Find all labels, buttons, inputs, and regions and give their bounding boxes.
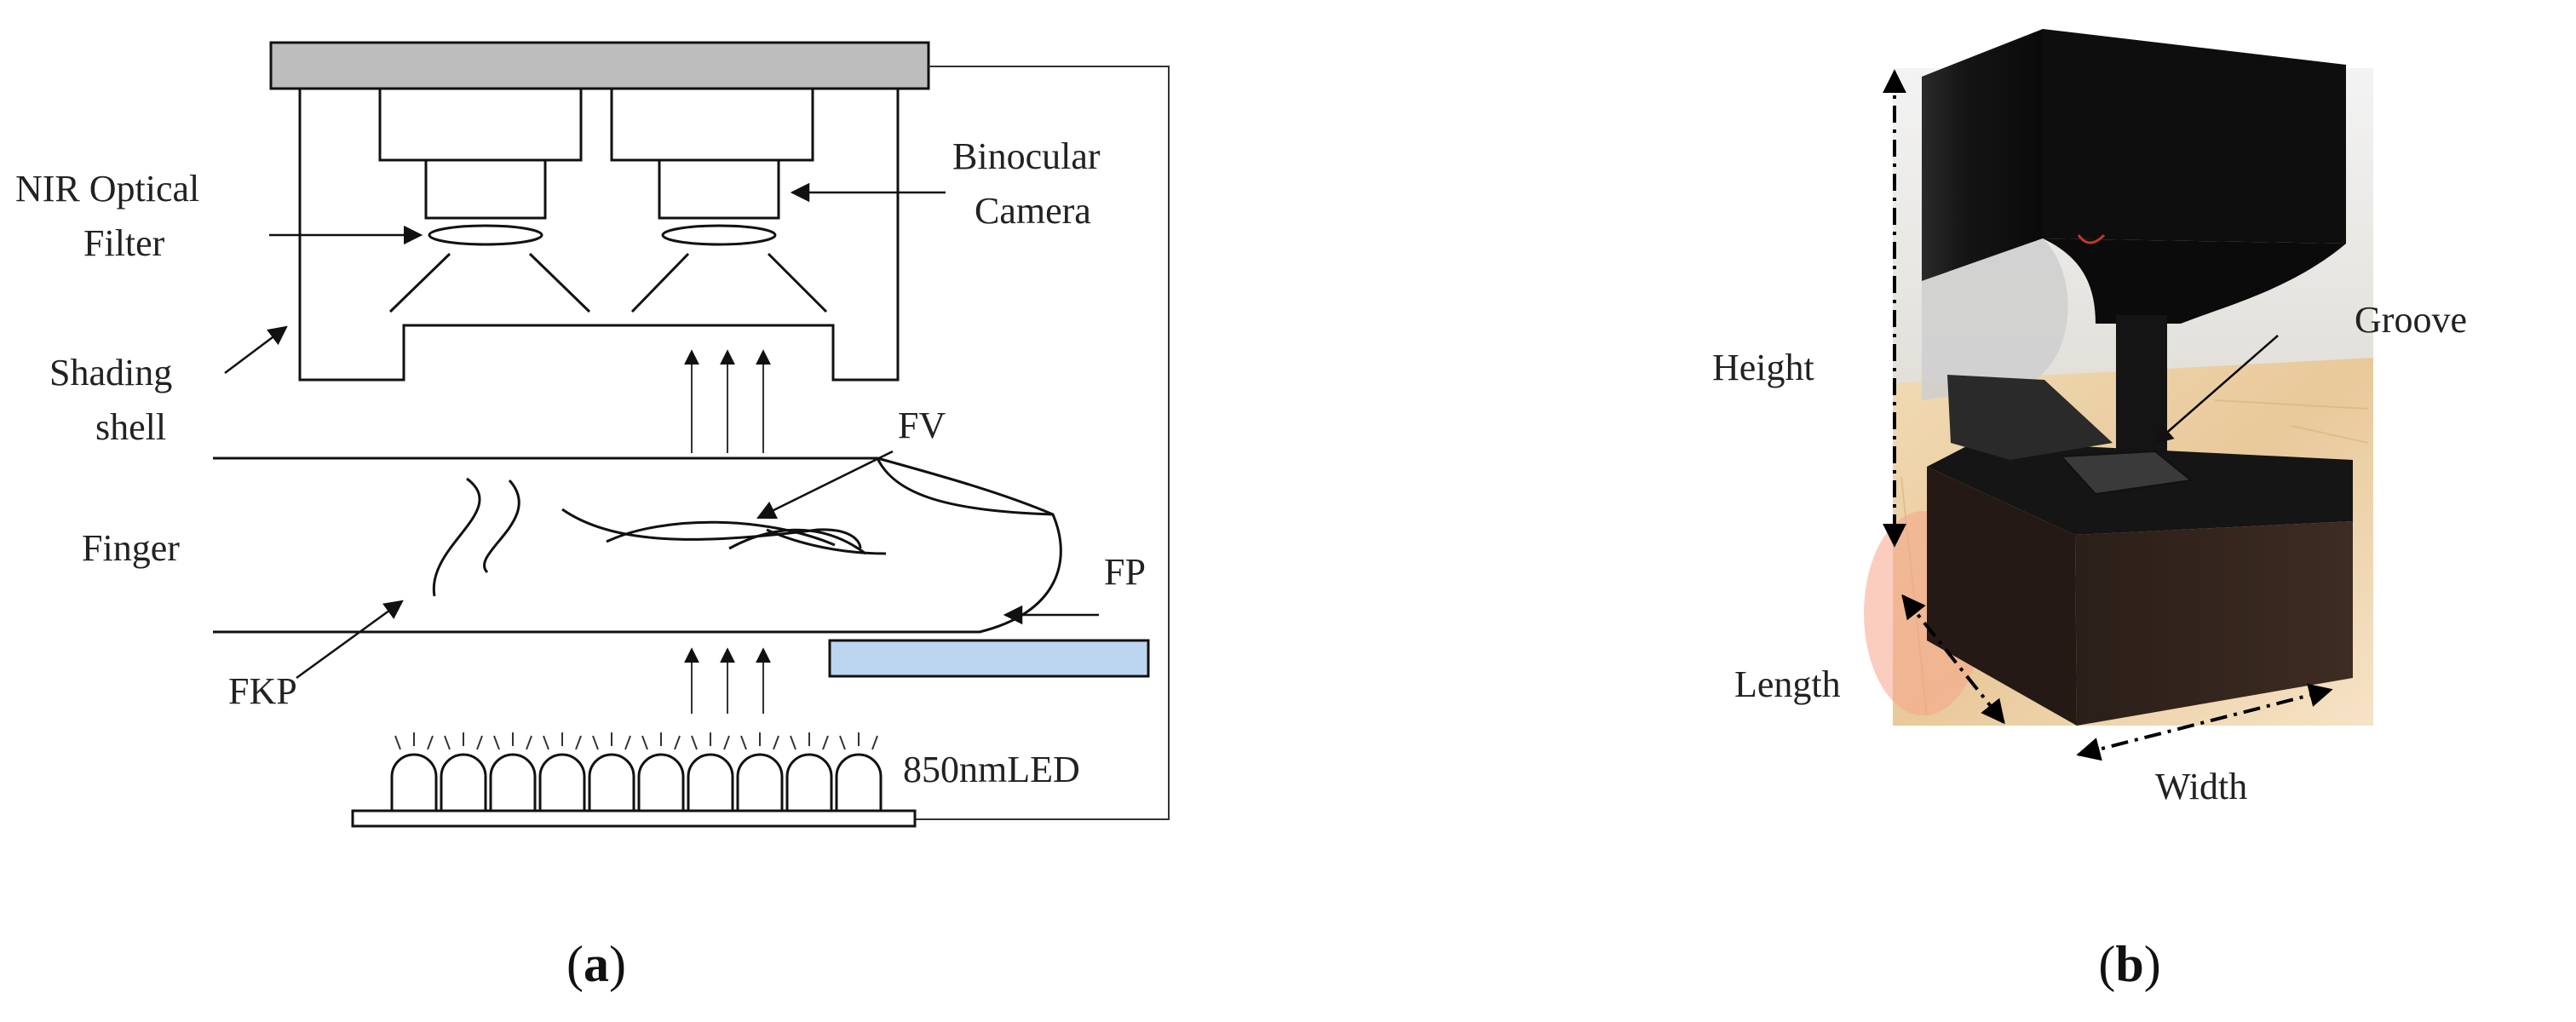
device-hood bbox=[2043, 238, 2346, 324]
label-finger: Finger bbox=[82, 527, 180, 569]
label-nir-filter-1: NIR Optical bbox=[15, 168, 199, 210]
camera-left-lens bbox=[424, 158, 547, 220]
width-arrow bbox=[2076, 683, 2333, 761]
panel-b-photo: Height Groove Length Width (b) bbox=[1712, 29, 2467, 992]
top-plate bbox=[269, 41, 930, 90]
device-column bbox=[2116, 315, 2167, 477]
glass-plate bbox=[828, 639, 1150, 678]
vein-line-4 bbox=[766, 528, 887, 555]
light-arrows-bottom bbox=[684, 647, 771, 714]
label-fv: FV bbox=[898, 405, 946, 446]
field-of-view-lines bbox=[388, 252, 828, 313]
fkp-arrow bbox=[296, 600, 404, 680]
label-groove: Groove bbox=[2355, 299, 2467, 341]
shading-shell-arrow bbox=[224, 325, 288, 374]
device-hood-left bbox=[1922, 238, 2068, 400]
label-fp: FP bbox=[1104, 551, 1146, 593]
light-arrows-top bbox=[684, 349, 771, 453]
groove-arrow bbox=[2153, 335, 2279, 445]
led-rays bbox=[394, 732, 878, 750]
caption-b: (b) bbox=[2098, 936, 2160, 992]
camera-right-body bbox=[610, 87, 814, 162]
label-shading-2: shell bbox=[95, 406, 166, 448]
panel-a-diagram: NIR Optical Filter Binocular Camera Shad… bbox=[15, 41, 1170, 992]
vein-line-1 bbox=[561, 508, 862, 549]
device-window bbox=[1947, 375, 2113, 460]
device-groove bbox=[2059, 450, 2194, 496]
device-top-box-front bbox=[1922, 29, 2043, 281]
filter-left bbox=[428, 224, 543, 246]
camera-right-lens bbox=[658, 158, 780, 220]
label-binocular-2: Camera bbox=[975, 190, 1091, 232]
knuckle-line-2 bbox=[483, 479, 520, 574]
finger-outline bbox=[213, 456, 1062, 634]
fingertip-curve bbox=[876, 457, 1054, 516]
label-fkp: FKP bbox=[228, 670, 297, 712]
device-top-box-side bbox=[2043, 29, 2346, 244]
length-arrow bbox=[1901, 594, 2005, 725]
label-led: 850nmLED bbox=[903, 749, 1080, 790]
label-shading-1: Shading bbox=[49, 352, 172, 393]
vein-line-3 bbox=[728, 528, 866, 555]
label-nir-filter-2: Filter bbox=[83, 222, 165, 264]
caption-a: (a) bbox=[566, 936, 626, 992]
led-array bbox=[390, 753, 883, 811]
label-binocular-1: Binocular bbox=[952, 135, 1101, 177]
knuckle-line-1 bbox=[432, 477, 481, 597]
label-width: Width bbox=[2155, 766, 2247, 807]
device-red-wire bbox=[2077, 233, 2106, 244]
vein-line-2 bbox=[606, 520, 836, 547]
fv-arrow bbox=[756, 450, 894, 520]
power-wire bbox=[916, 66, 1170, 820]
shading-shell bbox=[298, 89, 900, 382]
filter-right bbox=[661, 224, 777, 246]
camera-left-body bbox=[378, 87, 583, 162]
label-height: Height bbox=[1712, 347, 1814, 388]
device-base-side bbox=[2075, 521, 2353, 726]
label-length: Length bbox=[1734, 663, 1841, 705]
led-board bbox=[351, 809, 917, 828]
